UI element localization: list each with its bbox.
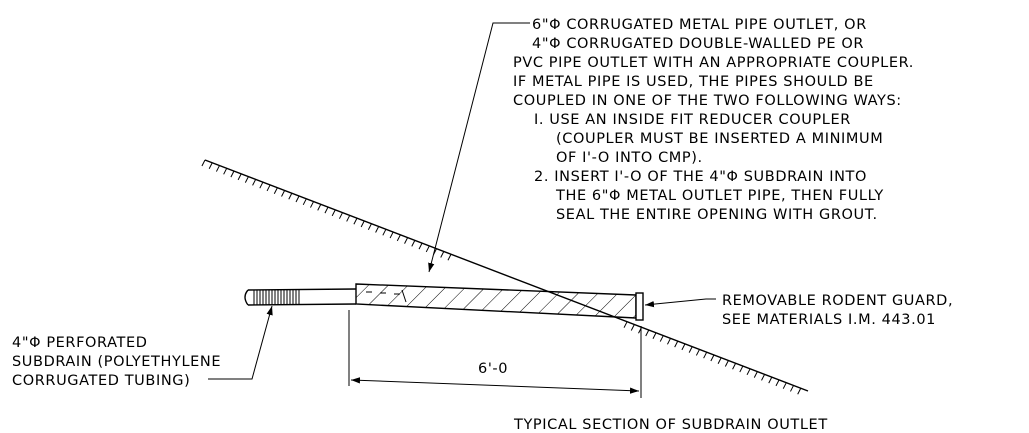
rodent-guard-note-line-2: SEE MATERIALS I.M. 443.01	[722, 312, 936, 328]
outlet-note-line-11: SEAL THE ENTIRE OPENING WITH GROUT.	[556, 207, 878, 223]
subdrain-note-line-2: SUBDRAIN (POLYETHYLENE	[12, 354, 221, 370]
subdrain-tubing	[244, 288, 357, 306]
outlet-note-line-6: I. USE AN INSIDE FIT REDUCER COUPLER	[534, 112, 851, 128]
rodent-guard-note-line-1: REMOVABLE RODENT GUARD,	[722, 293, 953, 309]
outlet-note-line-3: PVC PIPE OUTLET WITH AN APPROPRIATE COUP…	[513, 55, 914, 71]
outlet-note-line-7: (COUPLER MUST BE INSERTED A MINIMUM	[556, 131, 883, 147]
dimension-6ft	[348, 310, 642, 398]
ground-slope	[201, 159, 809, 395]
outlet-note-line-8: OF I'-O INTO CMP).	[556, 150, 703, 166]
subdrain-note-line-1: 4"Φ PERFORATED	[12, 335, 148, 351]
rodent-guard-note: REMOVABLE RODENT GUARD, SEE MATERIALS I.…	[722, 293, 953, 328]
outlet-note: 6"Φ CORRUGATED METAL PIPE OUTLET, OR 4"Φ…	[513, 17, 914, 223]
subdrain-note: 4"Φ PERFORATED SUBDRAIN (POLYETHYLENE CO…	[12, 335, 221, 389]
rodent-guard	[635, 292, 644, 321]
outlet-note-line-4: IF METAL PIPE IS USED, THE PIPES SHOULD …	[513, 74, 874, 90]
outlet-pipe	[355, 283, 637, 319]
outlet-note-line-9: 2. INSERT I'-O OF THE 4"Φ SUBDRAIN INTO	[534, 169, 867, 185]
outlet-note-line-10: THE 6"Φ METAL OUTLET PIPE, THEN FULLY	[555, 188, 884, 204]
section-title: TYPICAL SECTION OF SUBDRAIN OUTLET	[513, 417, 828, 433]
subdrain-note-line-3: CORRUGATED TUBING)	[12, 373, 190, 389]
outlet-note-line-2: 4"Φ CORRUGATED DOUBLE-WALLED PE OR	[532, 36, 864, 52]
leader-lines	[208, 22, 716, 380]
dimension-label: 6'-0	[478, 361, 508, 377]
outlet-note-line-5: COUPLED IN ONE OF THE TWO FOLLOWING WAYS…	[513, 93, 902, 109]
outlet-note-line-1: 6"Φ CORRUGATED METAL PIPE OUTLET, OR	[532, 17, 867, 33]
